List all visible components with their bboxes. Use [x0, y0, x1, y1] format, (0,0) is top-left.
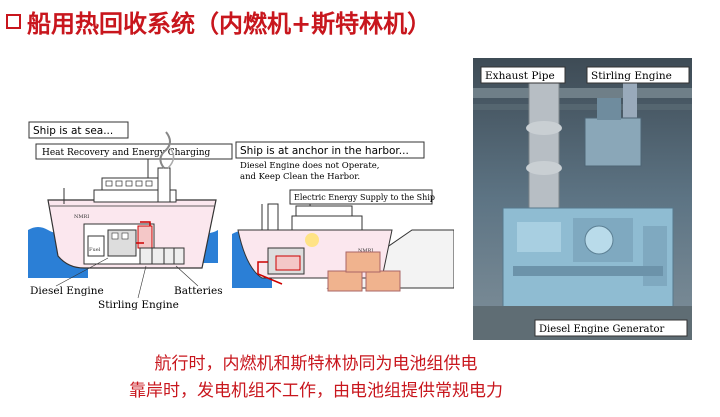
checkbox-bullet-icon — [6, 13, 21, 29]
batteries-icon — [139, 247, 185, 265]
photo-label-exhaust: Exhaust Pipe — [480, 66, 566, 84]
diagram-ship-at-anchor: Ship is at anchor in the harbor... Diese… — [232, 141, 454, 292]
photo-label-stirling: Stirling Engine — [586, 66, 690, 84]
caption-line-harbor: 靠岸时，发电机组不工作，由电池组提供常规电力 — [129, 381, 503, 401]
label-stirling-engine: Stirling Engine — [98, 299, 179, 310]
diesel-engine-icon — [107, 229, 137, 257]
stirling-engine-icon — [137, 221, 153, 249]
anchor-callout: Electric Energy Supply to the Ship — [294, 193, 435, 202]
cargo-boxes — [327, 251, 401, 292]
diagram-ship-at-sea: Ship is at sea... Heat Recovery and Ener… — [28, 121, 233, 310]
slide-caption: 航行时，内燃机和斯特林协同为电池组供电 靠岸时，发电机组不工作，由电池组提供常规… — [4, 351, 720, 405]
anchor-brand: NMRI — [358, 248, 373, 254]
sea-callout: Heat Recovery and Energy Charging — [42, 148, 211, 158]
label-diesel-engine: Diesel Engine — [30, 285, 104, 297]
engine-room-photo: Exhaust Pipe Stirling Engine Diesel Engi… — [473, 58, 692, 340]
sea-brand: NMRI — [74, 214, 89, 220]
label-batteries: Batteries — [174, 285, 223, 297]
fuel-tank-label: Fuel — [89, 247, 101, 253]
sea-header: Ship is at sea... — [33, 125, 113, 137]
anchor-header: Ship is at anchor in the harbor... — [240, 145, 409, 157]
svg-text:Diesel Engine Generator: Diesel Engine Generator — [539, 324, 664, 335]
slide-title: 船用热回收系统（内燃机+斯特林机） — [6, 4, 431, 38]
anchor-note-line1: Diesel Engine does not Operate, — [240, 161, 380, 171]
svg-text:Stirling Engine: Stirling Engine — [591, 70, 672, 82]
anchor-note-line2: and Keep Clean the Harbor. — [240, 172, 360, 182]
caption-line-sea: 航行时，内燃机和斯特林协同为电池组供电 — [154, 354, 478, 374]
slide-title-text: 船用热回收系统（内燃机+斯特林机） — [27, 9, 432, 38]
photo-label-generator: Diesel Engine Generator — [534, 319, 688, 337]
svg-text:Exhaust Pipe: Exhaust Pipe — [485, 70, 555, 82]
exhaust-pipe — [528, 77, 560, 229]
